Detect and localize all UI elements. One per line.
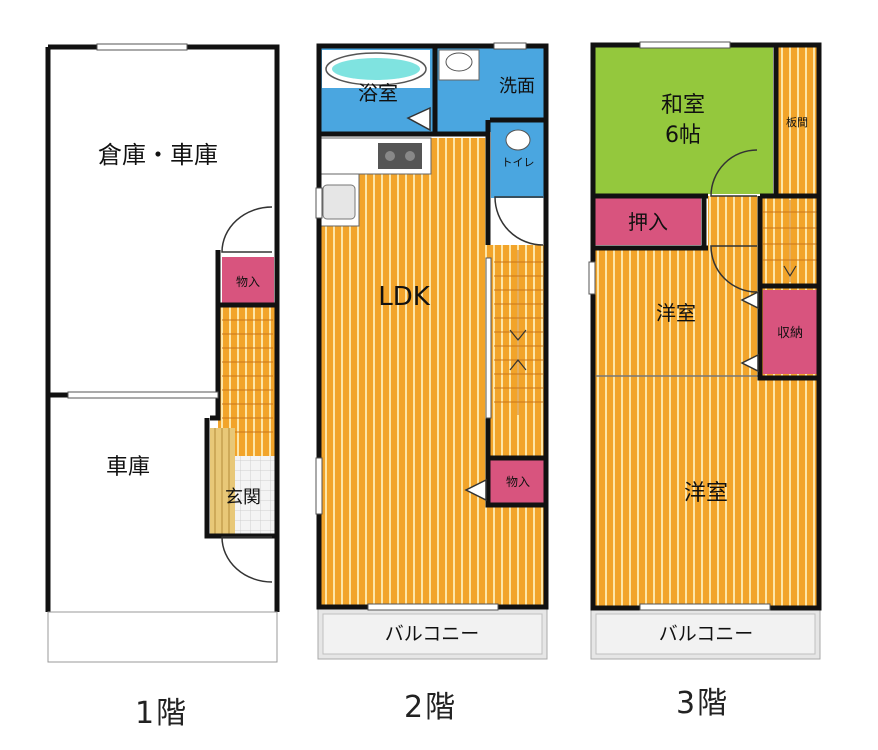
storage-3f [763,290,818,374]
floor-label-1: 1階 [135,696,189,731]
room-label-bath: 浴室 [358,81,398,105]
room-label-oshiire: 押入 [628,210,668,234]
room-label-ldk: LDK [378,282,431,312]
room-label-garage: 車庫 [106,455,150,480]
japanese-room [593,47,773,194]
floor-2-plan: 浴室 洗面 トイレ LDK 物入 バルコニー [315,42,549,660]
room-label-closet-1f: 物入 [236,275,260,289]
oshiire-closet [593,198,701,245]
stove-icon [378,143,422,169]
washbasin-icon [445,52,473,72]
room-label-japanese-room: 和室 [661,93,705,118]
toilet-icon [505,129,531,151]
room-label-western-room-2: 洋室 [684,481,728,506]
room-label-storage-garage: 倉庫・車庫 [98,141,218,169]
floor-3-plan: 和室 6帖 板間 押入 洋室 収納 洋室 バルコニー [588,41,822,660]
room-label-washroom: 洗面 [499,76,535,97]
room-label-balcony-3f: バルコニー [659,623,754,645]
floor-1-plan: 倉庫・車庫 車庫 物入 玄関 [45,43,280,663]
sink-icon [322,184,356,220]
floor-label-2: 2階 [404,690,458,725]
driveway-outline [47,611,278,663]
floor-label-3: 3階 [676,686,730,721]
closet-2f [490,460,544,505]
room-label-japanese-room-size: 6帖 [665,123,701,148]
entrance-tile [235,456,275,536]
room-label-western-room-1: 洋室 [656,301,696,325]
room-label-storage-3f: 収納 [777,326,803,341]
room-label-closet-2f: 物入 [506,475,530,489]
room-label-balcony-2f: バルコニー [385,623,480,645]
room-label-toilet: トイレ [502,156,535,169]
room-label-wood-floor: 板間 [786,115,808,129]
room-label-entrance: 玄関 [225,487,261,508]
closet-1f [222,257,274,303]
hallway-3f [708,196,763,248]
stairs-1f [222,319,273,433]
wood-floor-area [776,47,818,196]
